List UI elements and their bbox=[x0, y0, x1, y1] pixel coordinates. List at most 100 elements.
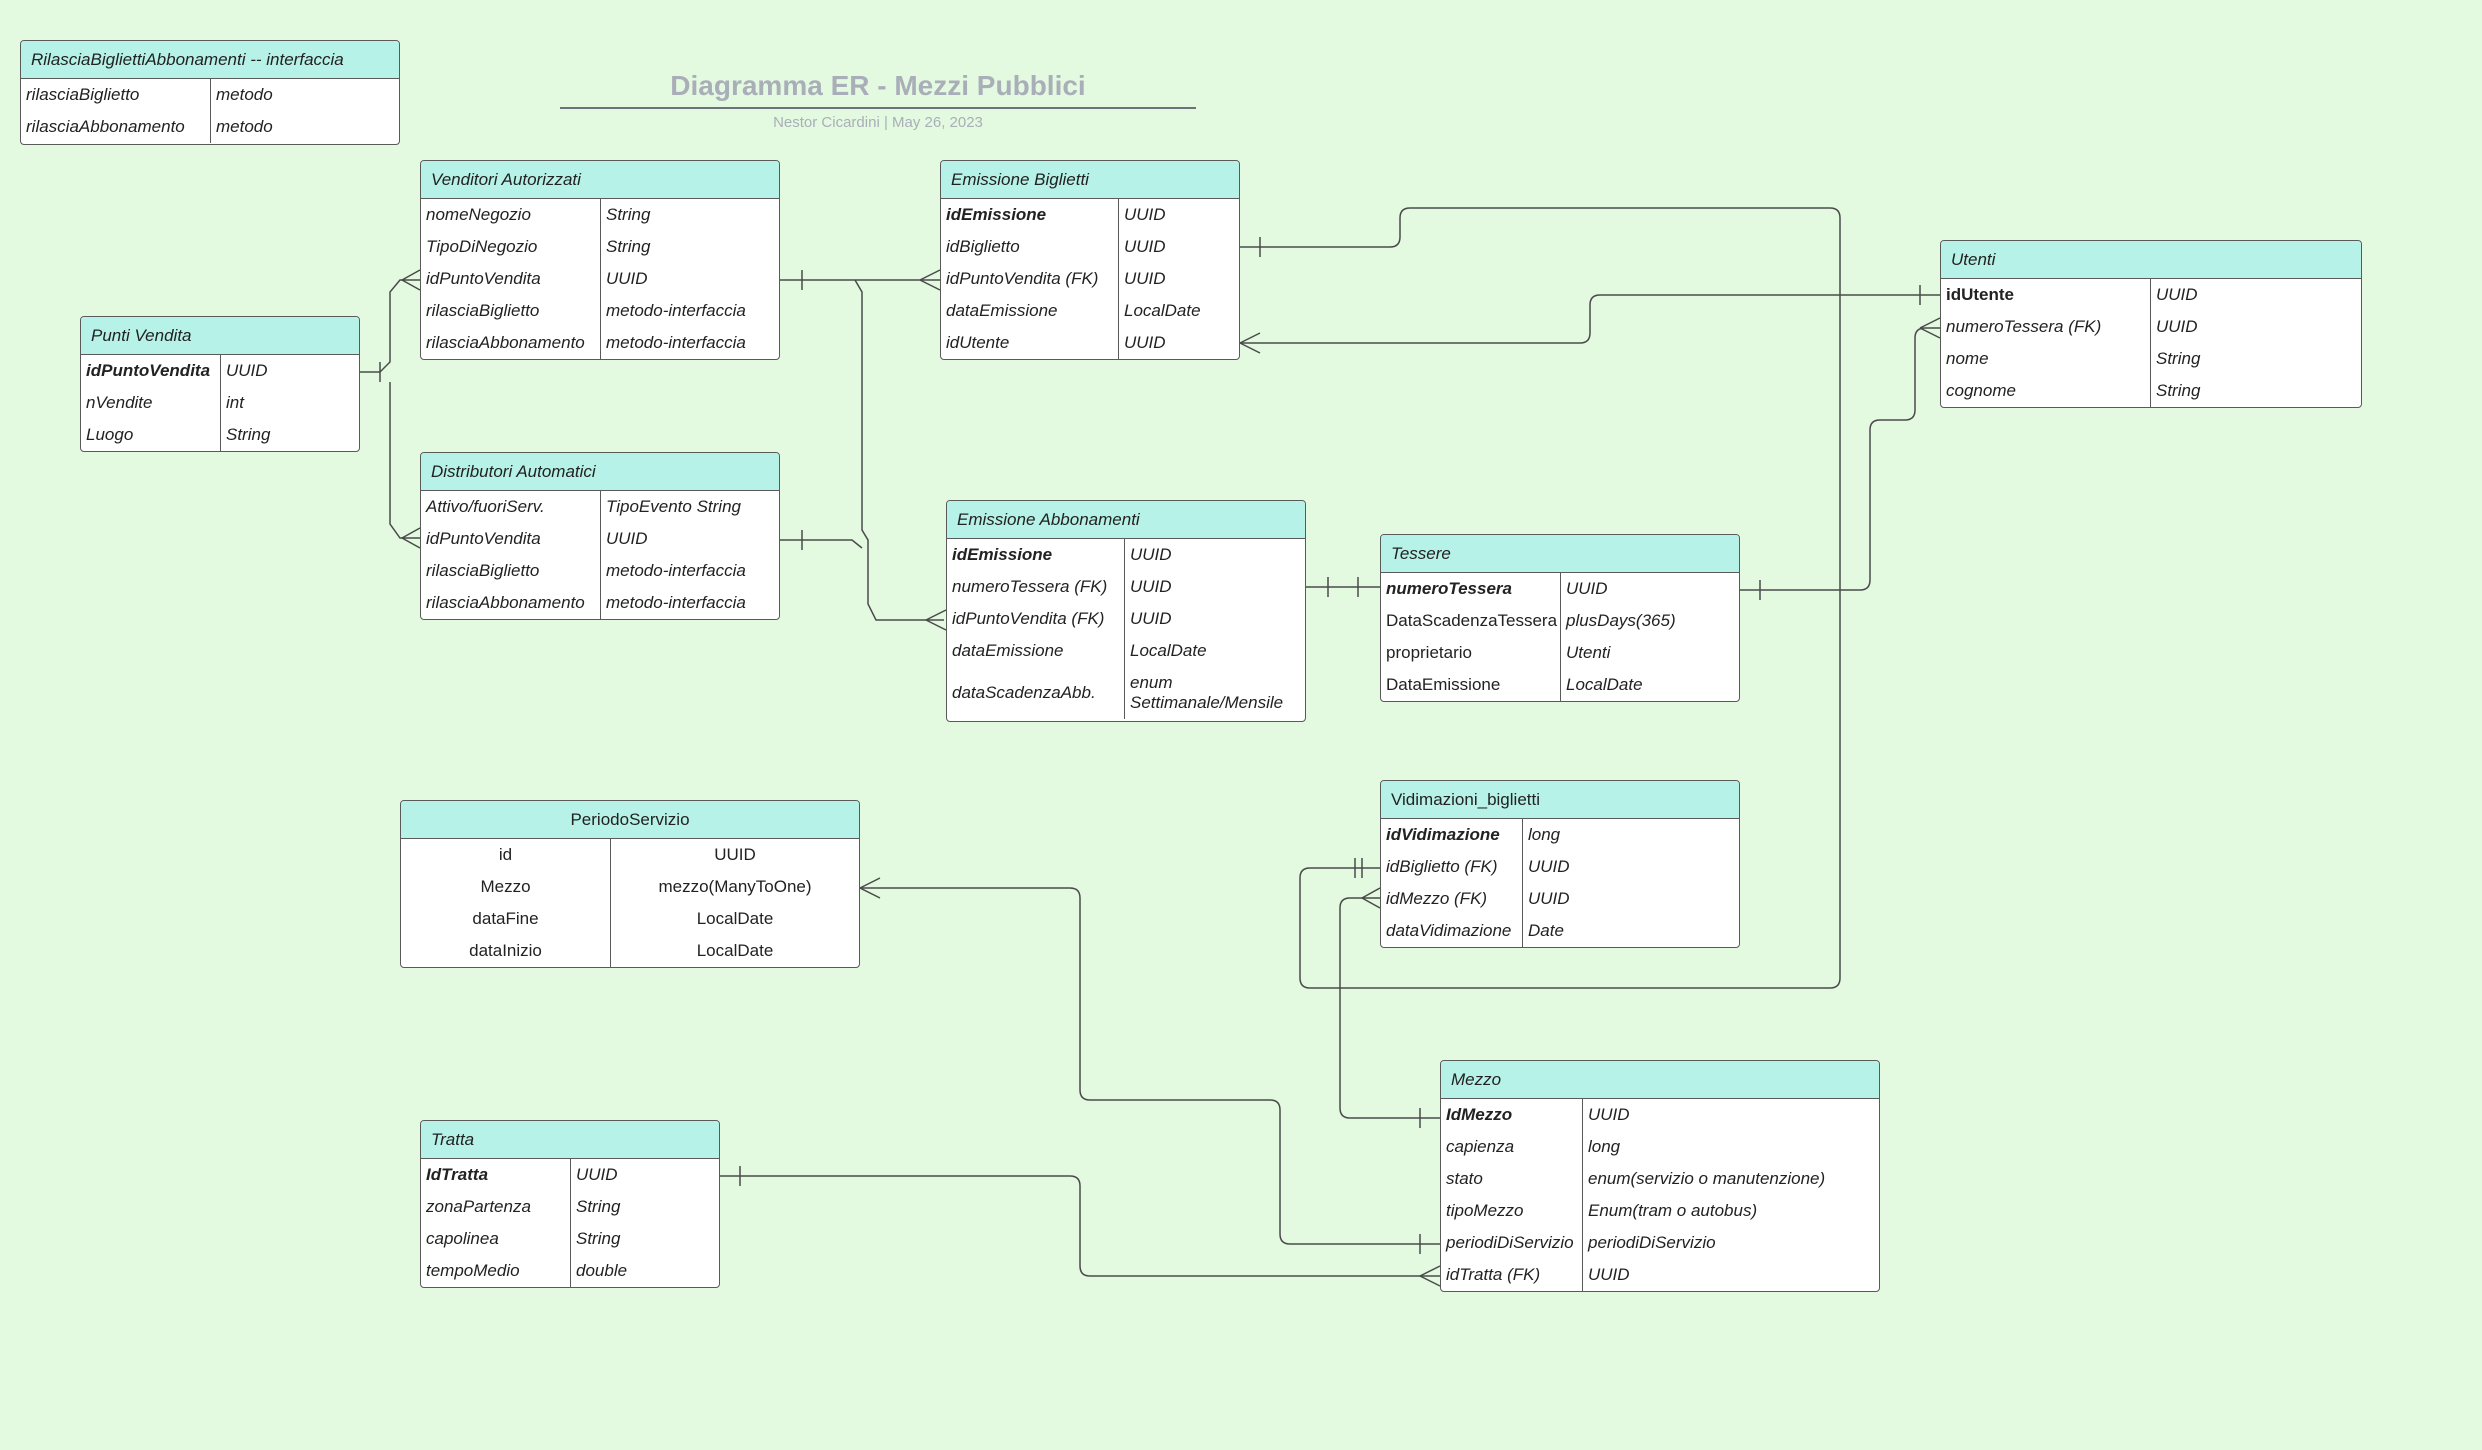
field-type: UUID bbox=[1588, 1265, 1630, 1284]
field-type: double bbox=[576, 1261, 628, 1280]
entity-distributori-automatici[interactable]: Distributori Automatici Attivo/fuoriServ… bbox=[420, 452, 780, 620]
field-name-primary-key: idEmissione bbox=[941, 199, 1119, 231]
entity-row: numeroTessera (FK)UUID bbox=[1941, 311, 2361, 343]
entity-row: idUtente UUID bbox=[1941, 279, 2361, 311]
field-name: dataScadenzaAbb. bbox=[947, 667, 1125, 719]
field-type: metodo-interfaccia bbox=[606, 333, 746, 352]
entity-header: Emissione Biglietti bbox=[941, 161, 1239, 199]
crow-foot-utenti bbox=[1919, 317, 1941, 339]
field-name: nVendite bbox=[81, 387, 221, 419]
field-type: metodo bbox=[216, 117, 273, 136]
field-type: UUID bbox=[606, 529, 648, 548]
entity-utenti[interactable]: Utenti idUtente UUID numeroTessera (FK)UU… bbox=[1940, 240, 2362, 408]
field-type: LocalDate bbox=[1124, 301, 1201, 320]
field-name: periodiDiServizio bbox=[1441, 1227, 1583, 1259]
rel-punti-venditori bbox=[360, 279, 420, 373]
entity-row: rilasciaAbbonamento metodo-interfaccia bbox=[421, 327, 779, 359]
field-type: String bbox=[226, 425, 271, 444]
field-type: UUID bbox=[1130, 609, 1172, 628]
field-name-primary-key: numeroTessera bbox=[1381, 573, 1561, 605]
field-type: String bbox=[576, 1197, 621, 1216]
field-name: idBiglietto (FK) bbox=[1381, 851, 1523, 883]
rel-tratta-mezzo bbox=[720, 1175, 1440, 1277]
field-type: UUID bbox=[1124, 333, 1166, 352]
field-type: LocalDate bbox=[696, 941, 774, 960]
field-name: DataScadenzaTessera bbox=[1381, 605, 1561, 637]
field-name: idPuntoVendita (FK) bbox=[941, 263, 1119, 295]
field-type: enum(servizio o manutenzione) bbox=[1588, 1169, 1826, 1188]
crow-foot-vidimazioni bbox=[1361, 887, 1381, 909]
entity-row: idPuntoVendita UUID bbox=[421, 523, 779, 555]
entity-row: numeroTessera (FK)UUID bbox=[947, 571, 1305, 603]
entity-row: numeroTessera UUID bbox=[1381, 573, 1739, 605]
field-type: UUID bbox=[1566, 579, 1608, 598]
field-name: rilasciaBiglietto bbox=[421, 555, 601, 587]
field-name: Luogo bbox=[81, 419, 221, 451]
entity-rilascia-interfaccia[interactable]: RilasciaBigliettiAbbonamenti -- interfac… bbox=[20, 40, 400, 145]
field-type: int bbox=[226, 393, 244, 412]
field-name: Attivo/fuoriServ. bbox=[421, 491, 601, 523]
field-name: rilasciaAbbonamento bbox=[421, 327, 601, 359]
field-name: nomeNegozio bbox=[421, 199, 601, 231]
entity-header: Emissione Abbonamenti bbox=[947, 501, 1305, 539]
entity-header: PeriodoServizio bbox=[401, 801, 859, 839]
field-type: String bbox=[2156, 349, 2201, 368]
field-type: long bbox=[1588, 1137, 1621, 1156]
entity-row: Attivo/fuoriServ.TipoEvento String bbox=[421, 491, 779, 523]
crow-foot-embiglietti bbox=[919, 269, 941, 291]
entity-row: Luogo String bbox=[81, 419, 359, 451]
field-name: dataEmissione bbox=[941, 295, 1119, 327]
field-type: UUID bbox=[1528, 889, 1570, 908]
field-name: rilasciaBiglietto bbox=[421, 295, 601, 327]
crow-foot-mezzo bbox=[1419, 1265, 1441, 1287]
title-divider bbox=[560, 107, 1196, 109]
field-type: UUID bbox=[1124, 269, 1166, 288]
entity-header: Distributori Automatici bbox=[421, 453, 779, 491]
field-name: idPuntoVendita bbox=[421, 523, 601, 555]
field-name: Mezzo bbox=[401, 871, 611, 903]
entity-header: Venditori Autorizzati bbox=[421, 161, 779, 199]
entity-row: idPuntoVendita (FK) UUID bbox=[941, 263, 1239, 295]
field-name-primary-key: idUtente bbox=[1941, 279, 2151, 311]
field-type: String bbox=[2156, 381, 2201, 400]
field-name: dataVidimazione bbox=[1381, 915, 1523, 947]
field-type: UUID bbox=[606, 269, 648, 288]
field-type: UUID bbox=[2156, 285, 2198, 304]
field-type: String bbox=[576, 1229, 621, 1248]
entity-row: idPuntoVendita (FK) UUID bbox=[947, 603, 1305, 635]
field-type: Utenti bbox=[1566, 643, 1611, 662]
crow-foot-emabbonamenti bbox=[925, 609, 947, 631]
field-name: proprietario bbox=[1381, 637, 1561, 669]
field-name: idPuntoVendita (FK) bbox=[947, 603, 1125, 635]
entity-header: Utenti bbox=[1941, 241, 2361, 279]
field-name: idTratta (FK) bbox=[1441, 1259, 1583, 1291]
entity-row: nVendite int bbox=[81, 387, 359, 419]
field-type: UUID bbox=[1124, 205, 1166, 224]
field-name: numeroTessera (FK) bbox=[947, 571, 1125, 603]
